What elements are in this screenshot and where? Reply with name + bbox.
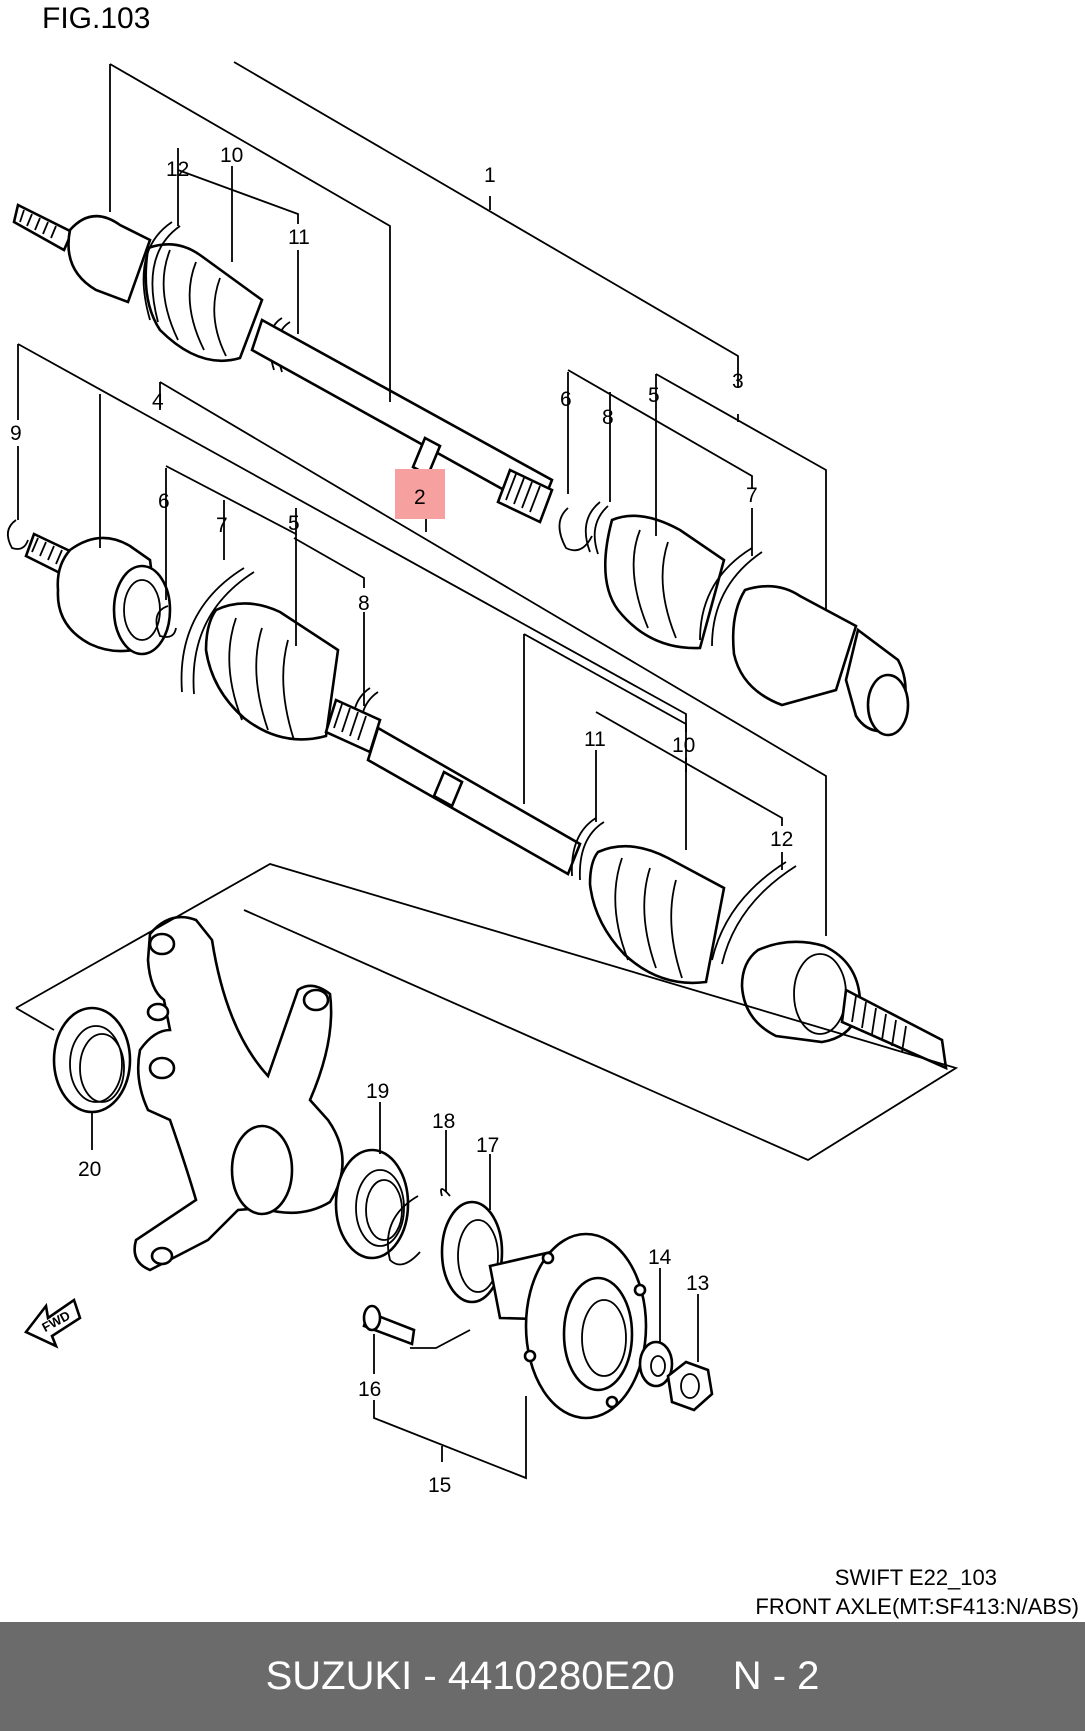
knuckle-and-hub <box>52 915 714 1420</box>
callout-12-upper: 12 <box>166 158 189 181</box>
callout-13: 13 <box>686 1272 709 1295</box>
callout-12-lower: 12 <box>770 828 793 851</box>
callout-11-lower: 11 <box>584 728 606 751</box>
callout-7-lower: 7 <box>216 514 228 537</box>
callout-18: 18 <box>432 1110 455 1133</box>
fwd-arrow-icon: FWD <box>23 1297 82 1349</box>
callout-15: 15 <box>428 1474 451 1497</box>
upper-inner-joint <box>558 501 910 737</box>
part-number-text: SUZUKI - 4410280E20 <box>265 1654 675 1698</box>
position-text: N - 2 <box>732 1654 820 1698</box>
callout-numbers: 1 2 3 4 5 5 6 6 7 7 8 8 9 10 10 11 11 12… <box>10 144 793 1497</box>
callout-8-upper: 8 <box>602 406 614 429</box>
callout-5-upper: 5 <box>648 384 660 407</box>
callout-20: 20 <box>78 1158 101 1181</box>
front-axle-diagram: FWD <box>6 61 959 1497</box>
callout-19: 19 <box>366 1080 389 1103</box>
callout-16: 16 <box>358 1378 381 1401</box>
callout-1: 1 <box>484 164 496 187</box>
callout-11-upper: 11 <box>288 226 310 249</box>
callout-3: 3 <box>732 370 744 393</box>
callout-9: 9 <box>10 422 22 445</box>
callout-6-upper: 6 <box>560 388 572 411</box>
upper-drive-shaft <box>12 203 554 524</box>
highlight-box <box>395 469 445 519</box>
callout-14: 14 <box>648 1246 672 1269</box>
callout-10-lower: 10 <box>672 734 695 757</box>
diagram-subtitle: FRONT AXLE(MT:SF413:N/ABS) <box>755 1594 1079 1619</box>
callout-4: 4 <box>152 390 164 413</box>
callout-8-lower: 8 <box>358 592 370 615</box>
callout-6-lower: 6 <box>158 490 170 513</box>
callout-7-upper: 7 <box>746 484 758 507</box>
leader-lines <box>15 61 959 1480</box>
callout-5-lower: 5 <box>288 512 300 535</box>
callout-17: 17 <box>476 1134 499 1157</box>
callout-10-upper: 10 <box>220 144 243 167</box>
callout-2: 2 <box>414 486 426 509</box>
part-footer-bar: SUZUKI - 4410280E20 N - 2 <box>0 1622 1085 1731</box>
diagram-code: SWIFT E22_103 <box>834 1565 997 1590</box>
lower-drive-shaft <box>6 519 582 876</box>
lower-outer-joint <box>571 817 948 1071</box>
figure-title: FIG.103 <box>42 2 151 35</box>
